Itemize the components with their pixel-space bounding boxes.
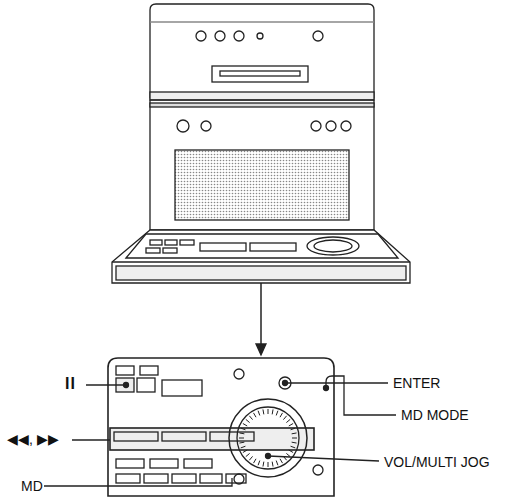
- dial-tick: [262, 409, 264, 414]
- dial-tick: [254, 413, 257, 417]
- dial-tick: [258, 461, 260, 466]
- dial-tick: [286, 419, 290, 422]
- dial-tick: [262, 462, 264, 467]
- dial-tick: [241, 446, 246, 448]
- button-label: ENTER: [392, 375, 441, 391]
- dial-tick: [291, 446, 296, 448]
- dial-tick: [292, 438, 297, 439]
- dial-tick: [292, 442, 297, 444]
- dial-tick: [254, 459, 257, 463]
- dial-tick: [246, 419, 250, 422]
- dial-tick: [258, 411, 260, 416]
- dial-tick: [268, 462, 269, 467]
- dial-tick: [239, 432, 244, 434]
- dial-tick: [292, 432, 297, 434]
- dial-tick: [291, 428, 296, 430]
- dial-tick: [280, 459, 283, 463]
- dial-tick: [241, 428, 246, 430]
- button-label: MD MODE: [400, 407, 470, 423]
- dial-tick: [289, 424, 293, 427]
- dial-tick: [239, 438, 244, 439]
- button-label: MD: [20, 478, 44, 494]
- dial-tick: [239, 442, 244, 444]
- dial-tick: [268, 409, 269, 414]
- dial-tick: [280, 413, 283, 417]
- skip-symbols: ◀◀, ▶▶: [6, 431, 60, 447]
- pause-symbol: II: [64, 376, 77, 392]
- dial-tick: [249, 456, 252, 460]
- dial-tick: [272, 462, 274, 467]
- dial-label: VOL/MULTI JOG: [383, 454, 491, 470]
- dial-tick: [243, 450, 247, 453]
- dial-tick: [249, 416, 252, 420]
- dial-tick: [246, 453, 250, 456]
- dial-tick: [276, 461, 278, 466]
- dial-tick: [289, 450, 293, 453]
- dial-tick: [272, 409, 274, 414]
- dial-tick: [276, 411, 278, 416]
- dial-tick: [286, 453, 290, 456]
- dial-tick: [243, 424, 247, 427]
- dial-tick: [283, 416, 286, 420]
